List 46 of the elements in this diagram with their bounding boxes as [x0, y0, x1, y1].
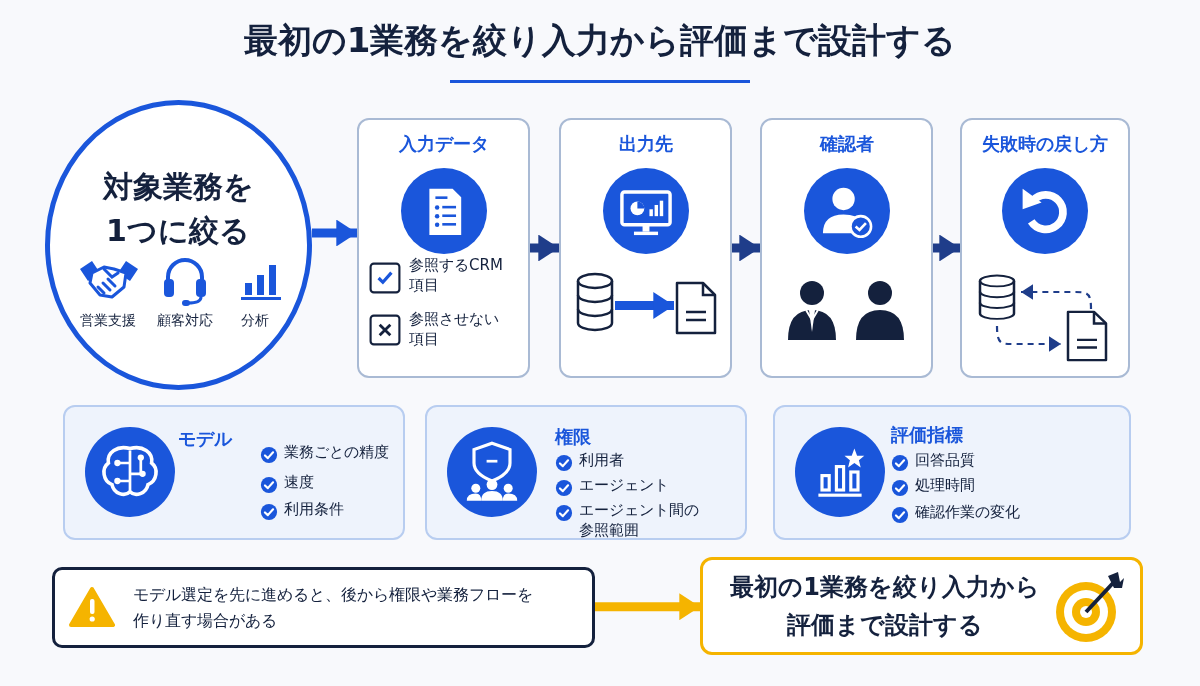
card-heading: 出力先 — [617, 132, 674, 156]
checklist-item: 確認作業の変化 — [915, 503, 1021, 523]
warning-text: モデル選定を先に進めると、後から権限や業務フローを作り直す場合がある — [133, 584, 534, 632]
icon-label: 分析 — [240, 311, 270, 330]
info-card — [773, 405, 1131, 540]
checklist-item: 業務ごとの精度 — [284, 443, 390, 463]
card-heading: 権限 — [555, 425, 592, 449]
arrow — [615, 292, 674, 319]
step-card — [960, 118, 1130, 378]
dashed-arrow — [995, 325, 1061, 352]
checklist-item: 利用条件 — [284, 500, 345, 520]
step-card — [357, 118, 530, 378]
title: 最初の1業務を絞り入力から評価まで設計する — [242, 19, 958, 62]
arrow — [530, 234, 559, 262]
arrow — [732, 234, 760, 262]
info-card — [425, 405, 747, 540]
result-box — [700, 557, 1143, 655]
card-heading: 評価指標 — [891, 423, 964, 447]
document-icon — [1065, 309, 1109, 363]
step-card — [760, 118, 933, 378]
arrow — [933, 234, 960, 262]
icon-label: 顧客対応 — [156, 311, 214, 330]
dashed-arrow — [1021, 284, 1093, 310]
arrow — [595, 593, 700, 621]
card-heading: 確認者 — [818, 132, 875, 156]
card-heading: 失敗時の戻し方 — [981, 132, 1109, 156]
checklist-item: エージェント間の参照範囲 — [579, 501, 700, 540]
checklist-item: 参照するCRM項目 — [409, 256, 504, 295]
step-card — [559, 118, 732, 378]
card-heading: モデル — [178, 427, 234, 451]
document-icon — [674, 280, 718, 336]
info-card — [63, 405, 405, 540]
checklist-item: 利用者 — [579, 451, 625, 471]
arrow — [312, 219, 357, 247]
icon-label: 営業支援 — [79, 311, 137, 330]
card-heading: 入力データ — [397, 132, 490, 156]
checklist-item: 参照させない項目 — [409, 310, 500, 349]
heading: 対象業務を1つに絞る — [101, 168, 255, 250]
checklist-item: 処理時間 — [915, 476, 976, 496]
checklist-item: エージェント — [579, 476, 670, 496]
warning-box — [52, 567, 595, 648]
checklist-item: 回答品質 — [915, 451, 976, 471]
database-icon — [575, 272, 615, 334]
database-icon — [977, 274, 1017, 322]
checklist-item: 速度 — [284, 473, 315, 493]
result-text: 最初の1業務を絞り入力から評価まで設計する — [729, 572, 1041, 642]
